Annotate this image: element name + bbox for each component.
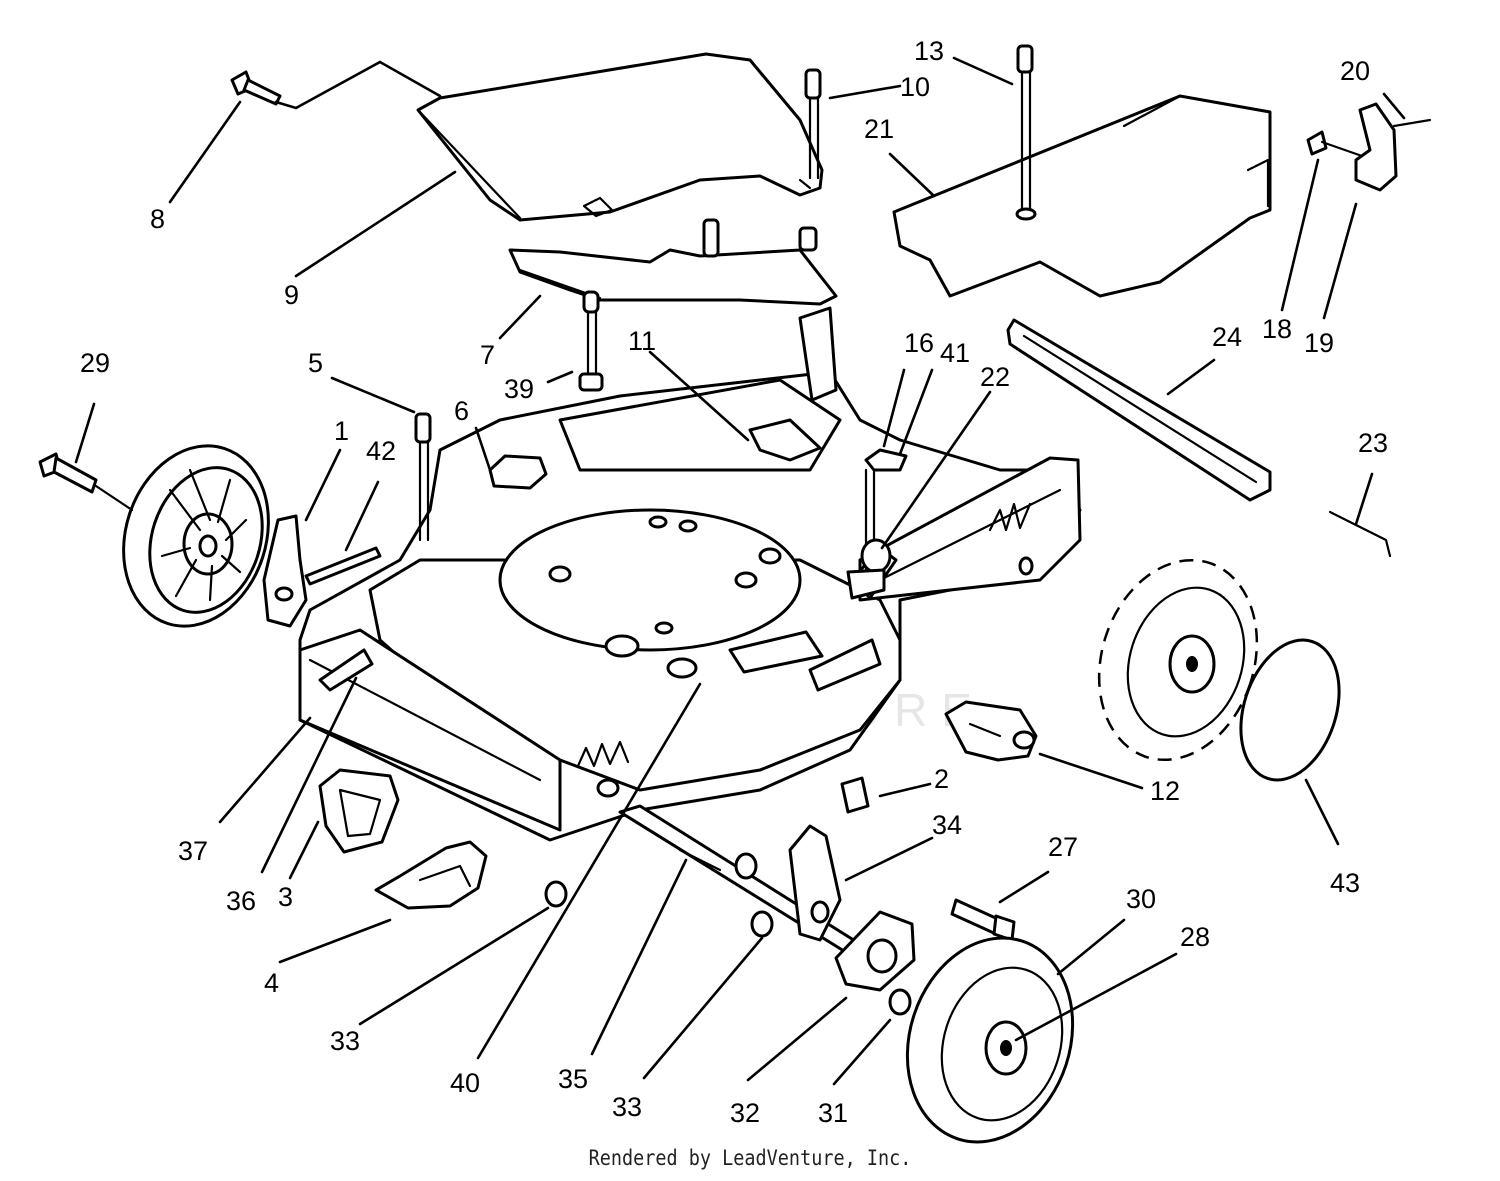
callout-28: 28: [1180, 922, 1210, 952]
rear-axle-bolt: [38, 452, 134, 512]
adjuster-4: [374, 840, 488, 910]
callout-23: 23: [1358, 428, 1388, 458]
bolt-8: [230, 70, 282, 106]
callout-labels: 1 2 3 4 5 6 7 8 9 10 11 12 13 16 41 18 1…: [80, 36, 1388, 1128]
clip-2: [840, 776, 870, 814]
front-axle: [544, 804, 916, 1016]
callout-4: 4: [264, 968, 279, 998]
latch-16-22: [846, 448, 908, 600]
callout-7: 7: [480, 340, 495, 370]
callout-5: 5: [308, 348, 323, 378]
rear-left-wheel: [122, 444, 270, 628]
callout-24: 24: [1212, 322, 1242, 352]
callout-30: 30: [1126, 884, 1156, 914]
bolt-39: [578, 290, 604, 392]
callout-9: 9: [284, 280, 299, 310]
callout-39: 39: [504, 374, 534, 404]
callout-3: 3: [278, 882, 293, 912]
callout-35: 35: [558, 1064, 588, 1094]
adjuster-3: [318, 768, 400, 854]
callout-12: 12: [1150, 776, 1180, 806]
callout-13: 13: [914, 36, 944, 66]
callout-43: 43: [1330, 868, 1360, 898]
bolt-13: [1016, 44, 1034, 212]
callout-20: 20: [1340, 56, 1370, 86]
callout-32: 32: [730, 1098, 760, 1128]
bracket-18-20: [1306, 102, 1432, 192]
hinge-rod-cover: [1006, 318, 1272, 502]
left-height-adjuster: [262, 514, 308, 628]
callout-33-right: 33: [612, 1092, 642, 1122]
callout-41: 41: [940, 338, 970, 368]
callout-31: 31: [818, 1098, 848, 1128]
callout-34: 34: [932, 810, 962, 840]
callout-10: 10: [900, 72, 930, 102]
rear-flap: [892, 94, 1272, 298]
callout-27: 27: [1048, 832, 1078, 862]
rod-23: [1328, 510, 1392, 558]
callout-42: 42: [366, 436, 396, 466]
right-height-adjuster: [944, 700, 1038, 762]
callout-11: 11: [628, 326, 656, 356]
callout-18: 18: [1262, 314, 1292, 344]
callout-8: 8: [150, 204, 165, 234]
front-right-wheel: [905, 936, 1075, 1144]
callout-29: 29: [80, 348, 110, 378]
callout-2: 2: [934, 764, 949, 794]
callout-16: 16: [904, 328, 934, 358]
strip-42: [304, 546, 382, 586]
callout-21: 21: [864, 114, 894, 144]
callout-1: 1: [334, 416, 349, 446]
callout-40: 40: [450, 1068, 480, 1098]
bolt-5: [414, 412, 432, 542]
bolt-27: [950, 898, 1016, 942]
right-rear-wheel: [1097, 558, 1259, 762]
callout-22: 22: [980, 362, 1010, 392]
callout-36: 36: [226, 886, 256, 916]
discharge-chute: [416, 52, 824, 222]
mower-deck: [298, 306, 1082, 842]
leader-lines: [74, 56, 1406, 1086]
callout-33-left: 33: [330, 1026, 360, 1056]
hubcap-43: [1239, 638, 1341, 782]
chute-bracket: [508, 218, 838, 306]
callout-19: 19: [1304, 328, 1334, 358]
bolt-10: [804, 68, 822, 180]
callout-37: 37: [178, 836, 208, 866]
callout-6: 6: [454, 396, 469, 426]
footer-credit: Rendered by LeadVenture, Inc.: [588, 1146, 912, 1170]
